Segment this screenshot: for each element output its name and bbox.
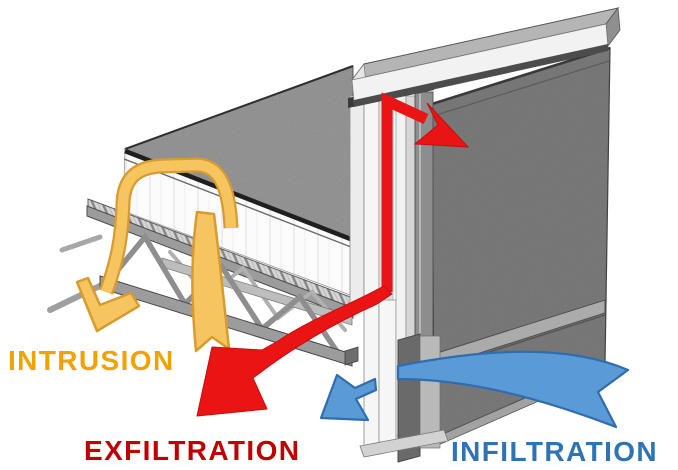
- infiltration-arrow: [319, 350, 630, 429]
- infiltration-arrowhead: [319, 373, 378, 422]
- intrusion-label: INTRUSION: [8, 345, 175, 376]
- column-base-plate: [359, 429, 449, 458]
- wall-panel-top-trim: [432, 60, 610, 117]
- liner-stud-1: [349, 95, 365, 307]
- exfiltration-arrow: [196, 92, 470, 417]
- joist-web-front: [105, 232, 341, 356]
- roof-back-edge: [124, 65, 354, 150]
- exfiltration-label: EXFILTRATION: [84, 435, 300, 466]
- intrusion-arrow-loop: [101, 159, 237, 294]
- wall-panel-top-edge: [431, 46, 611, 106]
- exfiltration-top-arrowhead: [413, 102, 470, 148]
- joist-chord-end-face: [344, 346, 359, 366]
- coping-drip-shadow: [354, 44, 608, 107]
- liner-lower-panel: [378, 299, 397, 451]
- intrusion-arrow: [75, 157, 239, 353]
- exfiltration-riser-line: [381, 92, 429, 292]
- exfiltration-sweep-ribbon: [196, 285, 393, 417]
- infiltration-ribbon: [396, 350, 630, 429]
- liner-stud-2: [363, 95, 380, 451]
- joist-seat-stub: [59, 234, 103, 253]
- parapet-coping: [350, 6, 621, 107]
- joist-bridging-stub: [47, 279, 111, 313]
- infiltration-label: INFILTRATION: [451, 436, 658, 467]
- intrusion-arrowhead: [75, 276, 141, 333]
- roof-coverboard-edge: [123, 158, 352, 248]
- intrusion-ribbon: [191, 210, 231, 353]
